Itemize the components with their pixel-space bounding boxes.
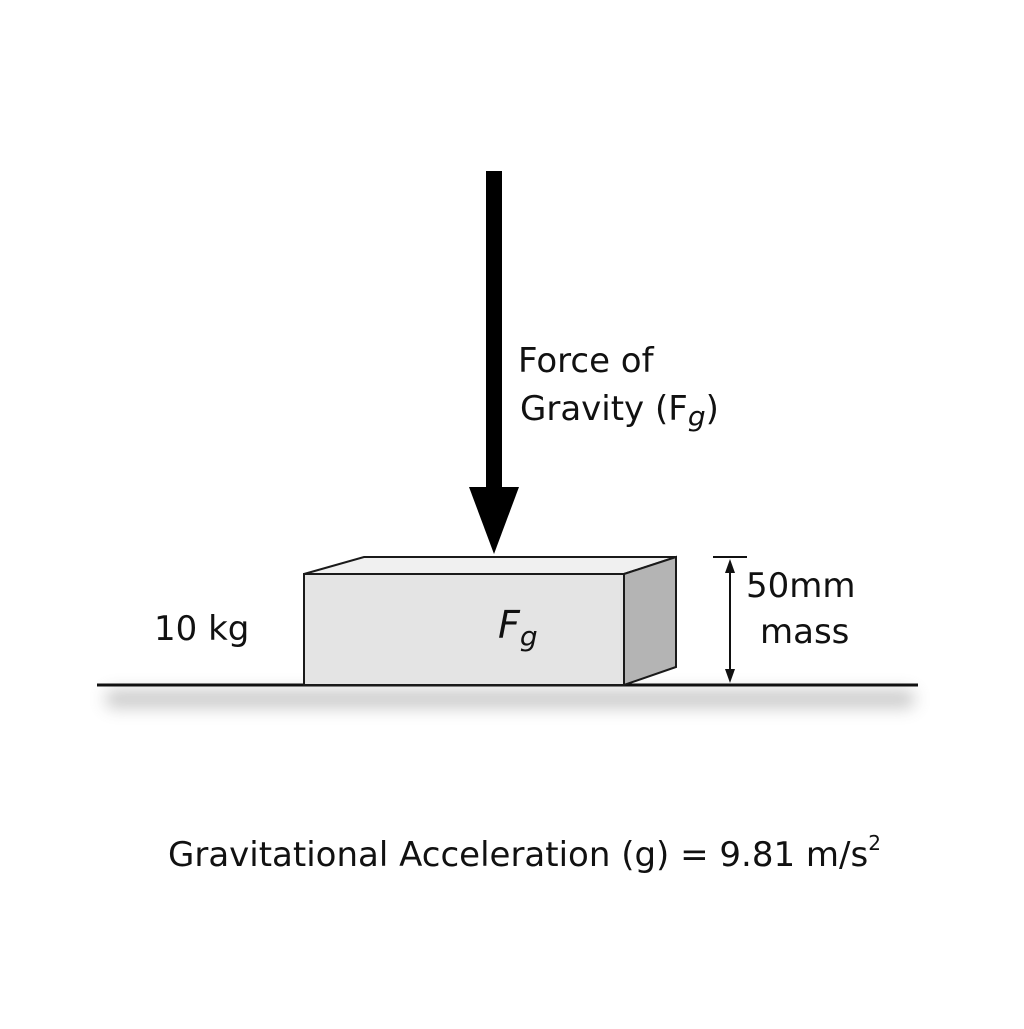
force-label-line1: Force of	[518, 341, 655, 381]
block-symbol-subscript: g	[520, 620, 538, 653]
dimension-arrow-down	[725, 669, 735, 683]
block-symbol: Fg	[498, 603, 538, 653]
block-top-face	[303, 556, 677, 575]
block	[303, 555, 677, 687]
dimension-marker	[713, 556, 747, 686]
force-arrow-shaft	[486, 171, 502, 489]
footer-equation-text: Gravitational Acceleration (g) = 9.81 m/…	[168, 835, 868, 875]
ground-shadow	[105, 690, 915, 708]
dimension-arrow-up	[725, 559, 735, 573]
force-label-subscript: g	[688, 400, 706, 433]
footer-equation-superscript: 2	[868, 831, 881, 855]
dimension-label-line2: mass	[760, 612, 849, 652]
block-symbol-main: F	[498, 603, 521, 647]
force-label-line2: Gravity (Fg)	[520, 389, 719, 433]
dimension-label-line1: 50mm	[746, 566, 856, 606]
footer-equation: Gravitational Acceleration (g) = 9.81 m/…	[168, 831, 881, 875]
force-label-prefix: Gravity (F	[520, 389, 688, 429]
force-arrow	[469, 171, 519, 554]
force-label-suffix: )	[706, 389, 719, 429]
mass-label: 10 kg	[154, 609, 249, 649]
block-front-face	[303, 573, 625, 686]
block-side-face	[623, 555, 677, 687]
force-arrow-head	[469, 487, 519, 554]
